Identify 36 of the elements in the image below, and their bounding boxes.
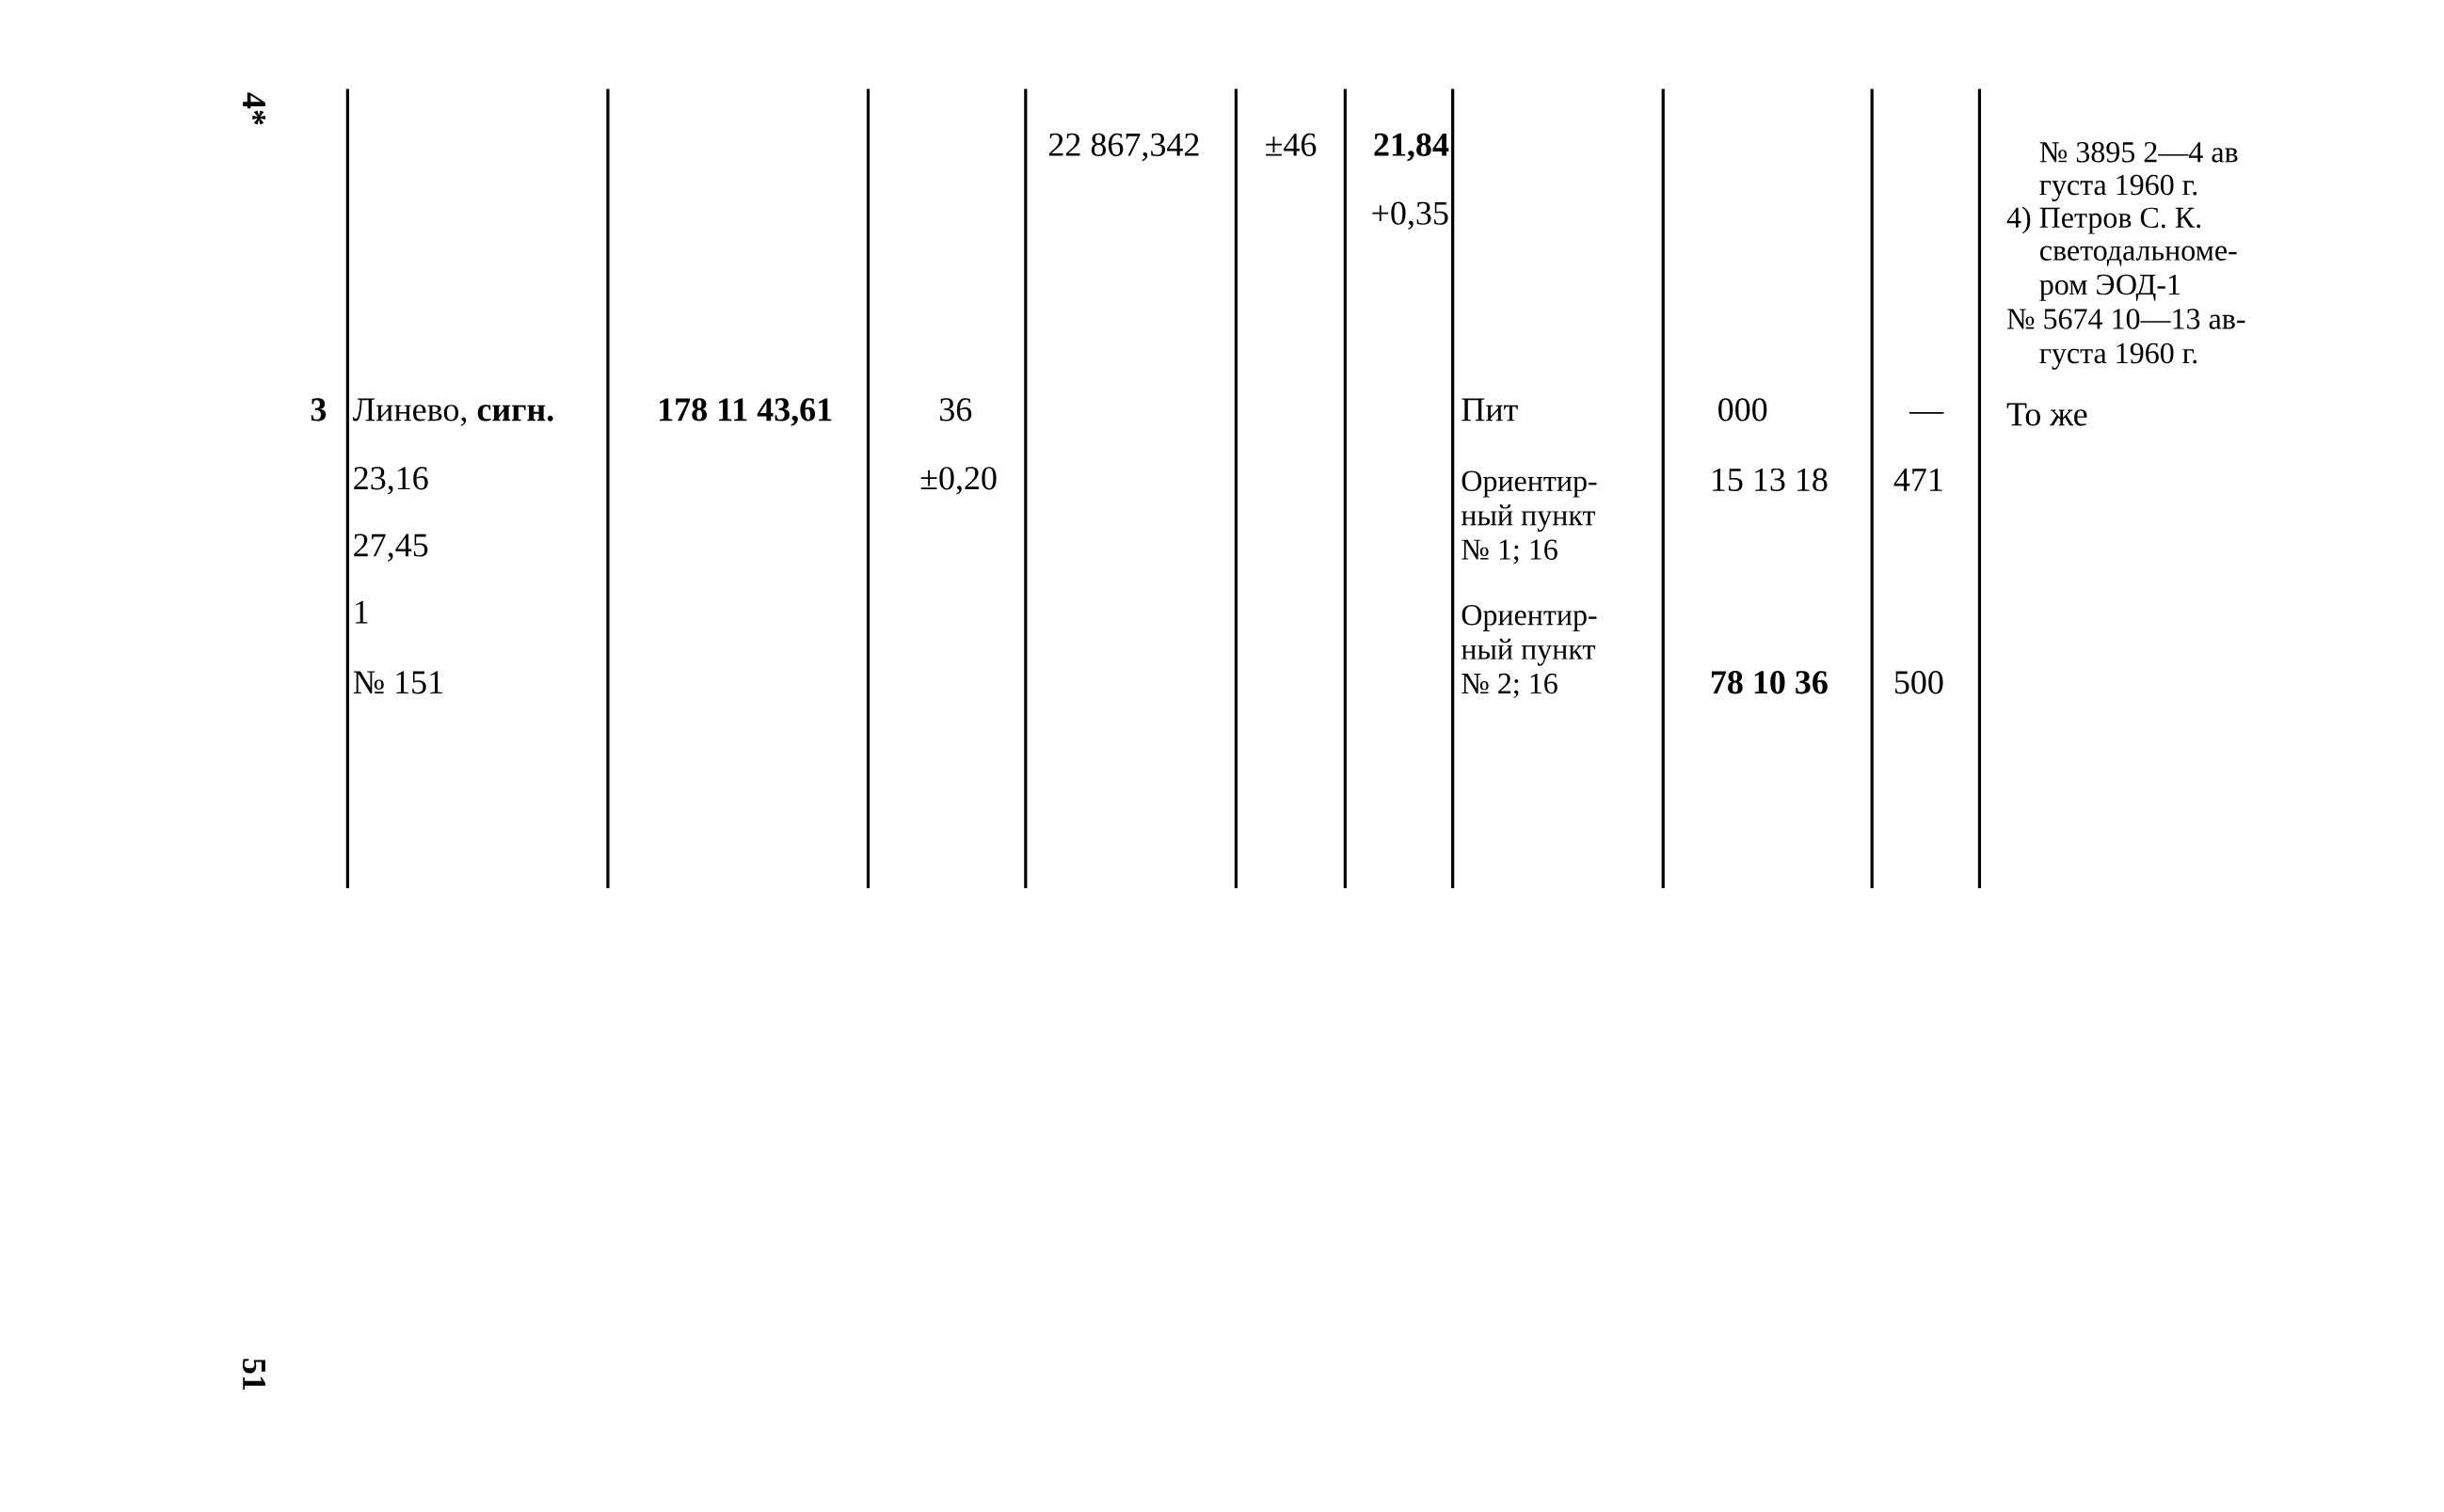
note-text: светодальноме- bbox=[2040, 246, 2237, 266]
value-text: 36 bbox=[940, 398, 972, 422]
value-text: 178 11 43,61 bbox=[660, 398, 832, 426]
page-number: 51 bbox=[242, 1359, 266, 1391]
note-text: № 3895 2—4 ав bbox=[2039, 142, 2238, 163]
value-text: Пит bbox=[1462, 398, 1518, 422]
value-text: № 2; 16 bbox=[1462, 674, 1557, 699]
value-text: ±46 bbox=[1266, 134, 1317, 157]
value-text: 22 867,342 bbox=[1049, 133, 1199, 162]
note-text: густа 1960 г. bbox=[2039, 342, 2197, 370]
row-number: 3 bbox=[311, 398, 327, 422]
value-text: Ориентир- bbox=[1462, 605, 1597, 632]
value-text: 15 13 18 bbox=[1713, 469, 1828, 492]
page-number: 4* bbox=[243, 92, 265, 125]
value-text: ный пункт bbox=[1461, 638, 1595, 666]
value-text: Ориентир- bbox=[1462, 470, 1597, 498]
value-text: 471 bbox=[1893, 469, 1942, 491]
value-text: — bbox=[1909, 412, 1944, 414]
value-text: 1 bbox=[355, 600, 368, 624]
note-text: № 5674 10—13 ав- bbox=[2006, 309, 2245, 329]
value-text: 500 bbox=[1894, 671, 1943, 694]
value-text: 78 10 36 bbox=[1711, 671, 1828, 694]
value-text: № 151 bbox=[353, 671, 442, 694]
value-text: 23,16 bbox=[354, 467, 428, 495]
note-text: 4) Петров С. К. bbox=[2006, 206, 2201, 234]
value-text: ±0,20 bbox=[920, 467, 997, 495]
note-text: То же bbox=[2006, 403, 2087, 426]
value-text: +0,35 bbox=[1372, 201, 1448, 231]
value-text: № 1; 16 bbox=[1462, 539, 1557, 565]
station-name: Линево, сигн. bbox=[353, 398, 553, 426]
value-text: 27,45 bbox=[354, 533, 428, 563]
value-text: ный пункт bbox=[1461, 504, 1595, 533]
value-text: 000 bbox=[1718, 398, 1767, 422]
value-text: 21,84 bbox=[1374, 133, 1449, 162]
note-text: густа 1960 г. bbox=[2039, 175, 2197, 202]
note-text: ром ЭОД-1 bbox=[2039, 275, 2180, 302]
